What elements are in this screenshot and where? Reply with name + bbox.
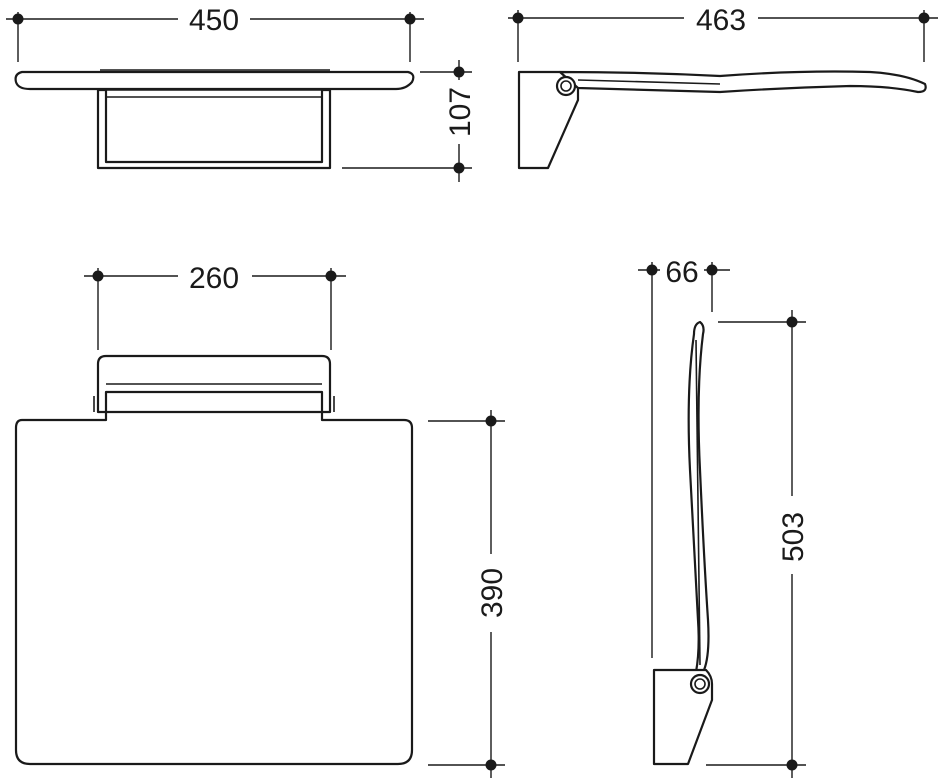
dimension-66: 66 [638,256,730,658]
side-view: 463 [508,4,938,170]
hinge-pin-side [555,75,577,97]
dimension-label-450: 450 [189,4,239,37]
dimension-463: 463 [508,4,938,62]
dimension-label-66: 66 [665,256,698,289]
dimension-107: 107 [342,60,477,182]
dimension-450: 450 [6,4,424,62]
dimension-260: 260 [84,262,346,350]
front-view: 450 107 [6,4,477,182]
dimension-label-260: 260 [189,262,239,295]
dimension-label-463: 463 [696,4,746,37]
folded-side-view: 66 503 [638,256,810,778]
dimension-label-107: 107 [444,87,477,137]
seat-plate-front [14,70,415,91]
hinge-pin-folded [689,673,711,695]
dimension-503: 503 [706,310,810,778]
top-view: 260 390 [14,262,509,778]
seat-plate-top [14,410,414,766]
seat-profile-side [558,70,927,94]
dimension-label-503: 503 [777,512,810,562]
wall-bracket-front [96,88,332,170]
dimension-label-390: 390 [476,568,509,618]
dimension-390: 390 [428,410,509,778]
